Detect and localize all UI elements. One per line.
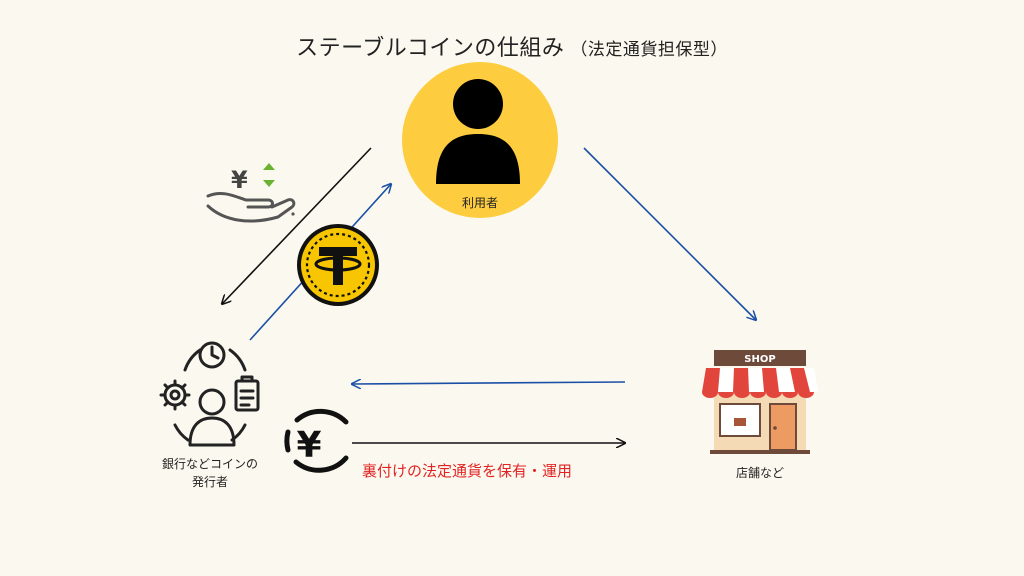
issuer-label: 銀行などコインの 発行者 xyxy=(140,455,280,491)
yen-coin-icon: ¥ xyxy=(284,408,349,473)
issuer-label-line2: 発行者 xyxy=(191,475,228,489)
clipboard-icon xyxy=(234,375,260,412)
arrow-store-to-issuer xyxy=(352,382,626,384)
yen-exchange-hand-icon: ¥ xyxy=(206,163,296,223)
person-icon xyxy=(188,388,236,447)
user-node xyxy=(402,62,558,218)
issuer-label-line1: 銀行などコインの xyxy=(161,457,258,471)
gear-icon xyxy=(159,379,191,411)
arrow-user-to-store xyxy=(583,147,756,320)
title-main: ステーブルコインの仕組み xyxy=(296,36,565,61)
shop-awning xyxy=(702,368,818,398)
store-label: 店舗など xyxy=(735,466,784,480)
clock-icon xyxy=(198,341,226,369)
tether-coin-icon xyxy=(297,224,379,306)
shop-icon: SHOP xyxy=(702,350,818,454)
issuer-person-icon xyxy=(159,341,260,447)
title-sub: （法定通貨担保型） xyxy=(570,40,728,60)
arrow-user-to-issuer xyxy=(222,147,372,304)
user-label: 利用者 xyxy=(461,196,498,210)
user-icon xyxy=(436,79,520,184)
svg-text:¥: ¥ xyxy=(231,166,248,194)
svg-text:SHOP: SHOP xyxy=(744,354,775,365)
svg-text:¥: ¥ xyxy=(296,425,321,466)
diagram-title: ステーブルコインの仕組み（法定通貨担保型） xyxy=(0,30,1024,62)
backing-annotation: 裏付けの法定通貨を保有・運用 xyxy=(362,462,573,480)
